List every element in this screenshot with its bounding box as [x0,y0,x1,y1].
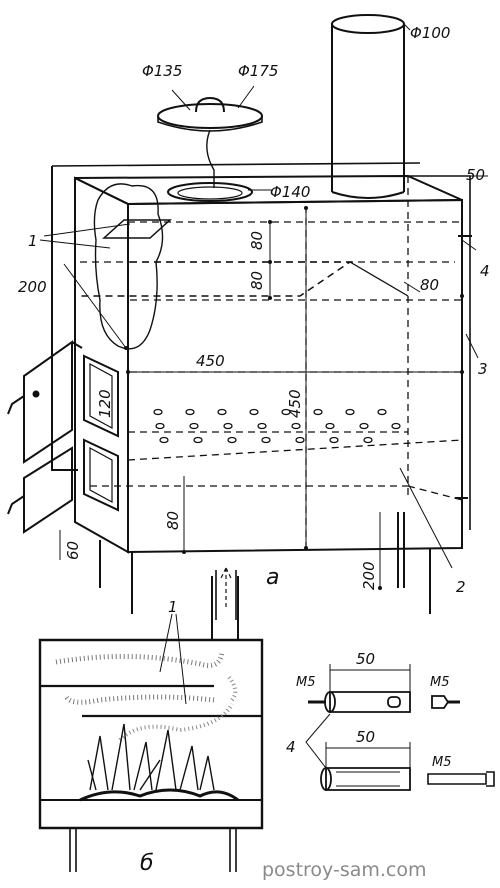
hidden-lines [80,176,463,548]
callout-4-a: 4 [480,262,490,280]
side-panel-right [408,175,471,530]
baffle-lower [80,261,353,297]
callout-1-line-a [159,613,173,673]
dim-h200-leg: 200 [360,561,378,590]
bolt-top-right-head [431,695,450,709]
m5-right-top: M5 [430,675,450,690]
spacer-bottom [325,767,411,791]
dim-h80-grate: 80 [164,511,182,530]
callout-1-a: 1 [28,232,38,250]
flue-arrow-a [215,570,237,620]
back-panel [51,166,78,471]
dimension-lines [39,23,488,588]
m5-left: M5 [296,675,316,690]
spacer-bottom-hatch [336,771,400,787]
section-body [38,638,264,830]
view-b [38,576,264,872]
callout-2: 2 [456,578,466,596]
dim-h450: 450 [286,389,304,418]
door-latch-dot [32,390,40,398]
dim-h80-b: 80 [248,271,266,290]
len-top: 50 [356,650,375,668]
door-handle-bottom [7,495,25,515]
labels: Φ100 Φ135 Φ175 Φ140 50 80 80 80 200 450 … [18,24,490,881]
dim-h60: 60 [64,541,82,560]
bolt-bottom-right [427,771,495,787]
box-front [127,198,463,554]
ash-opening [83,438,119,512]
view-label-b: б [140,851,154,876]
view-a [7,14,488,620]
callout-1-line-b [175,613,187,705]
callout-1-b: 1 [168,598,178,616]
coal-bed [79,788,239,802]
dim-d100: Φ100 [410,24,450,42]
dimension-dots [124,206,464,590]
section-flue [211,576,239,640]
chimney-top [331,14,405,34]
watermark: postroy-sam.com [262,859,427,881]
view-label-a: а [266,565,279,590]
grate-holes [153,408,401,444]
flames [87,723,215,791]
baffle-upper [102,219,172,239]
dim-h80-a: 80 [248,231,266,250]
callout-4-b: 4 [286,738,296,756]
back-panel-top [51,162,421,167]
dim-h120: 120 [96,389,114,418]
dim-d135: Φ135 [142,62,182,80]
chimney-base [331,191,405,199]
spacer-top-slot [387,696,401,708]
heat-zone-outline [93,183,164,350]
top-hole-inner [177,186,243,200]
lid-plate [157,103,263,129]
flue-arrow-head [219,567,233,608]
lid-knob [195,96,225,113]
top-hole [167,182,253,202]
dim-d80-right: 80 [420,276,439,294]
dim-d200: 200 [18,278,47,296]
firebox-opening-inner [89,362,113,430]
chimney-pipe [331,24,405,192]
callout-4-leader [305,713,331,769]
dim-w450: 450 [196,352,225,370]
box-left [74,176,129,554]
spacer-top [329,691,411,713]
ash-door [23,446,73,534]
m5-right-bottom: M5 [432,755,452,770]
dim-w50-top: 50 [466,166,485,184]
dim-d175: Φ175 [238,62,278,80]
ash-opening-inner [89,446,113,504]
door-handle-top [7,395,25,415]
callout-3: 3 [478,360,488,378]
baffle-lower-front [349,261,409,297]
len-bottom: 50 [356,728,375,746]
lid-chain [206,129,215,188]
firebox-door [23,340,73,464]
smoke-path [55,651,225,705]
detail-4 [305,664,495,791]
dim-d140: Φ140 [270,183,310,201]
door-hinge [71,341,83,349]
